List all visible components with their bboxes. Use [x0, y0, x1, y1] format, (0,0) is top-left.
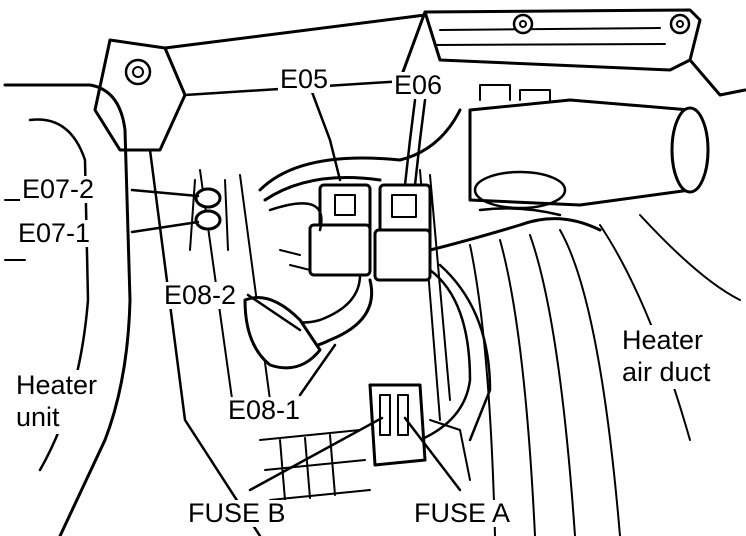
heater-air-duct-line2: air duct [622, 356, 711, 387]
heater-air-duct-line1: Heater [622, 325, 704, 355]
label-fuse-a: FUSE A [412, 498, 513, 528]
heater-unit-line1: Heater [16, 370, 98, 400]
blower-motor [468, 84, 710, 210]
upper-bracket [398, 8, 746, 97]
label-e07-1: E07-1 [16, 218, 93, 248]
label-e08-1: E08-1 [226, 395, 303, 425]
label-e07-2: E07-2 [20, 174, 97, 204]
e07-connector [189, 179, 229, 251]
label-heater-unit: Heater unit [14, 370, 100, 434]
wire-harness [258, 108, 602, 442]
leader-lines [130, 90, 462, 492]
fuse-block [259, 383, 471, 501]
connector-blocks [308, 183, 432, 282]
air-duct-ribs [469, 214, 741, 536]
label-e05: E05 [278, 64, 331, 94]
label-heater-air-duct: Heater air duct [620, 325, 713, 389]
heater-unit-body [3, 83, 132, 536]
label-e08-2: E08-2 [162, 280, 239, 310]
label-fuse-b: FUSE B [186, 498, 288, 528]
left-bracket [93, 13, 427, 152]
e08-connector [243, 249, 322, 370]
heater-unit-line2: unit [16, 401, 60, 432]
label-e06: E06 [392, 70, 445, 100]
